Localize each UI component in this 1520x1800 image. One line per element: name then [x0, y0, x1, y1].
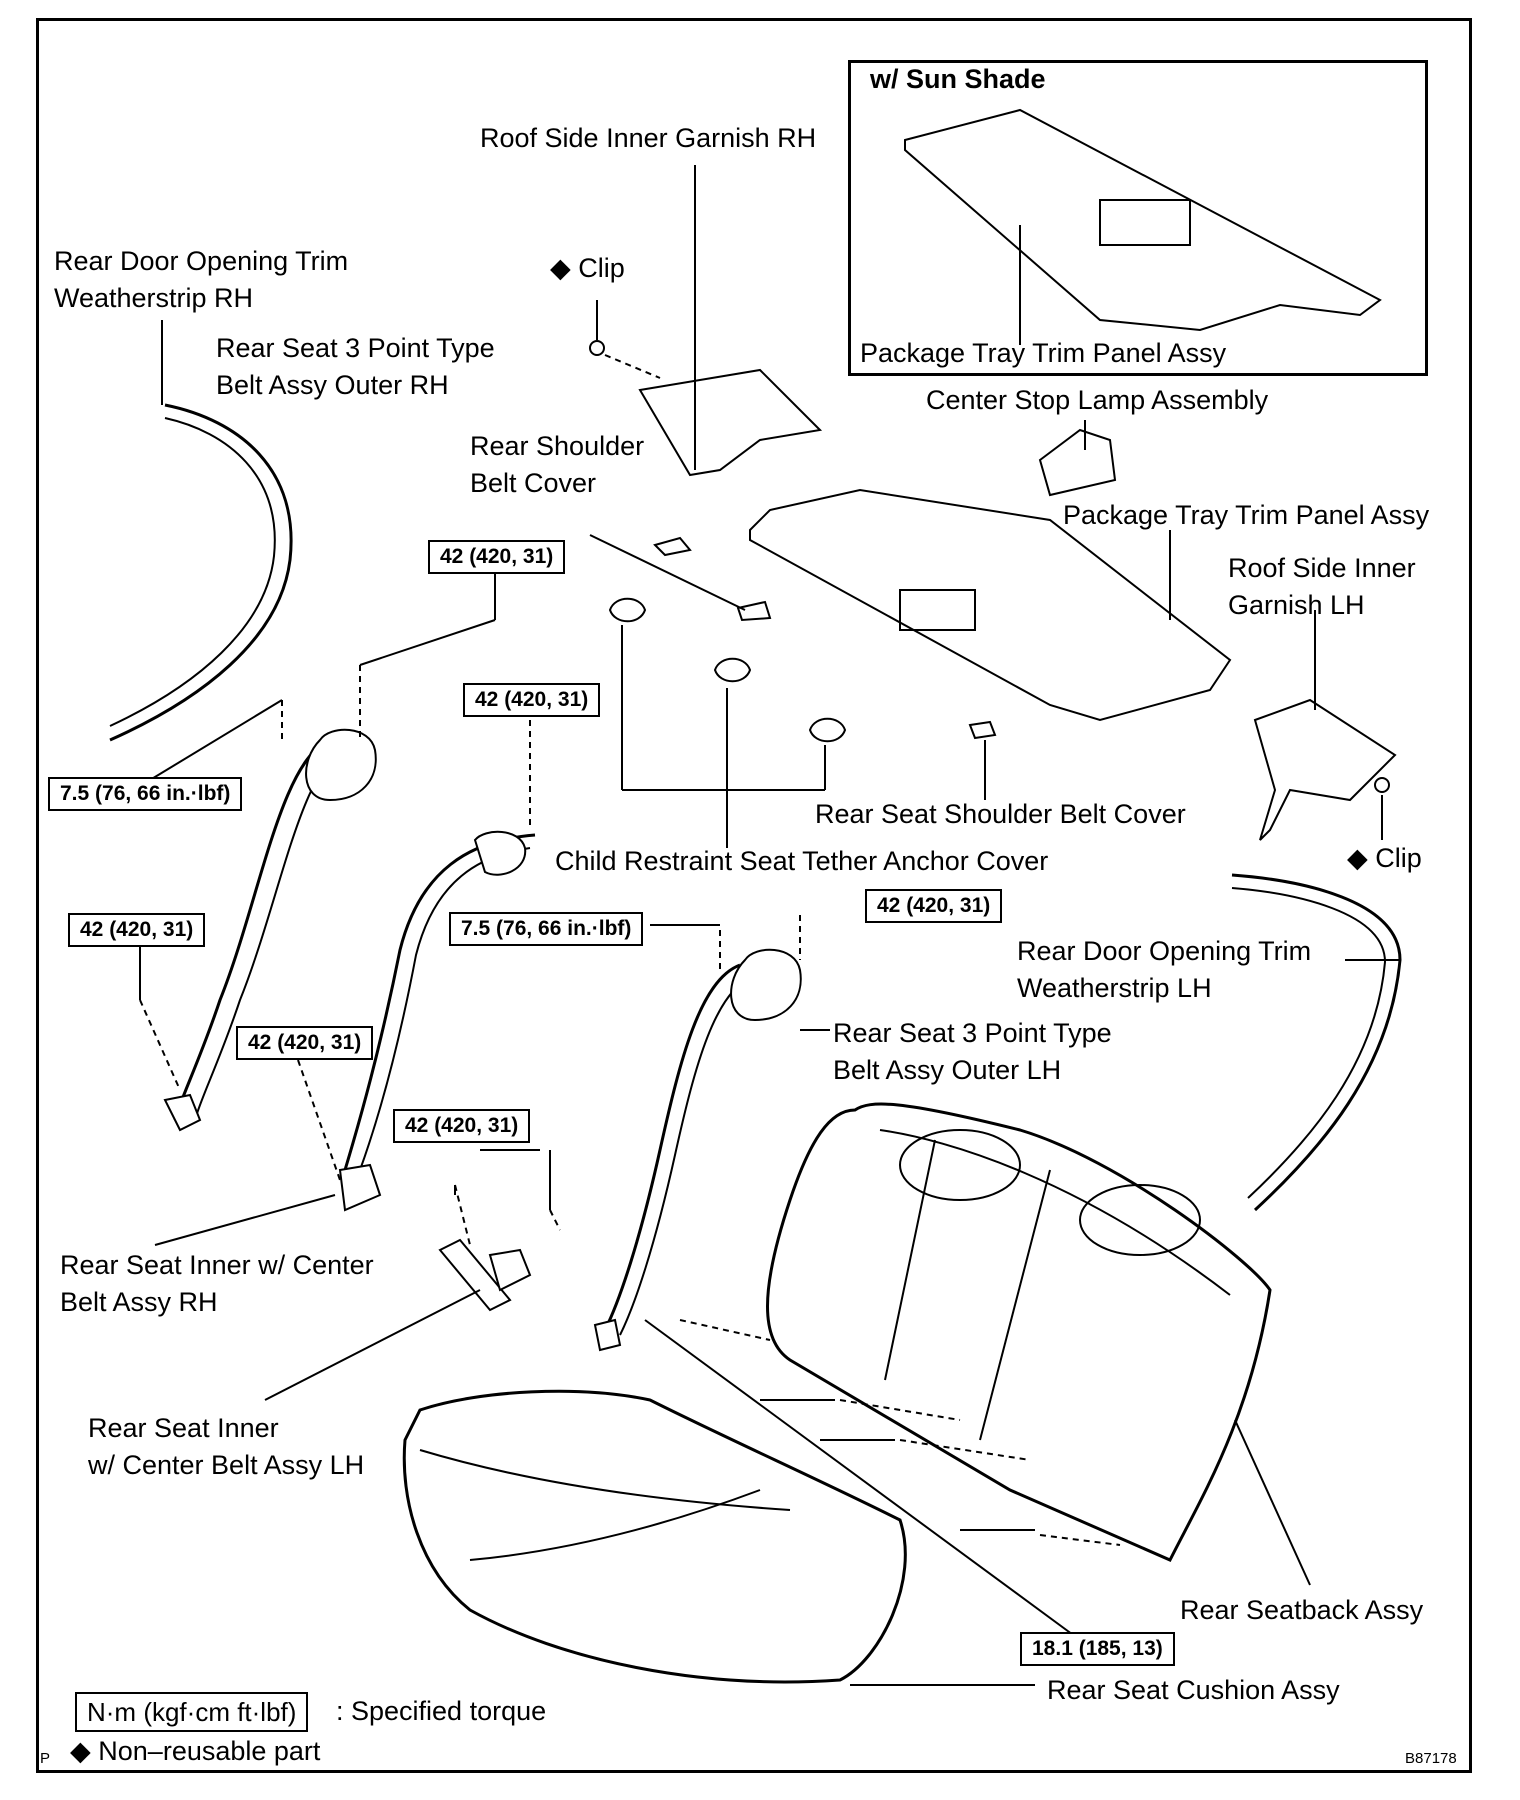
torque-box: 42 (420, 31) [865, 889, 1003, 923]
figure-code: B87178 [1405, 1750, 1457, 1767]
label-roof-side-rh: Roof Side Inner Garnish RH [480, 123, 817, 153]
weatherstrip-rh [109, 403, 293, 742]
label-inner-center-rh-2: Belt Assy RH [60, 1287, 218, 1317]
center-stop-lamp [1038, 428, 1117, 497]
label-belt-outer-lh-1: Rear Seat 3 Point Type [833, 1018, 1112, 1048]
inset-sun-shade [848, 60, 1428, 376]
label-belt-outer-lh-2: Belt Assy Outer LH [833, 1055, 1062, 1085]
legend-unit-box: N·m (kgf·cm ft·lbf) [75, 1692, 309, 1732]
label-seatback: Rear Seatback Assy [1180, 1595, 1424, 1625]
belt-outer-lh [603, 963, 741, 1331]
anchor-cover-2 [713, 657, 752, 683]
label-rear-seat-shoulder-cover: Rear Seat Shoulder Belt Cover [815, 799, 1186, 829]
torque-box: 7.5 (76, 66 in.·lbf) [449, 912, 644, 946]
label-rear-door-lh-1: Rear Door Opening Trim [1017, 936, 1312, 966]
diamond-icon: ◆ [550, 253, 571, 283]
legend-unit-desc: : Specified torque [336, 1696, 547, 1726]
label-rear-shoulder-1: Rear Shoulder [470, 431, 645, 461]
seat-cushion [402, 1389, 907, 1684]
label-rear-shoulder-2: Belt Cover [470, 468, 597, 498]
diamond-icon: ◆ [1347, 843, 1368, 873]
label-rear-door-rh-1: Rear Door Opening Trim [54, 246, 349, 276]
torque-box: 42 (420, 31) [393, 1109, 531, 1143]
belt-outer-rh [173, 738, 331, 1121]
label-package-tray: Package Tray Trim Panel Assy [1063, 500, 1430, 530]
roof-garnish-lh [1253, 698, 1397, 841]
torque-box: 42 (420, 31) [68, 913, 206, 947]
legend-nonreusable: ◆ Non–reusable part [70, 1736, 321, 1766]
label-child-anchor-cover: Child Restraint Seat Tether Anchor Cover [555, 846, 1049, 876]
label-clip-right: ◆ Clip [1347, 843, 1422, 873]
buckle-rh [338, 1163, 382, 1212]
inset-package-tray [904, 108, 1382, 332]
label-cushion: Rear Seat Cushion Assy [1047, 1675, 1340, 1705]
diamond-icon: ◆ [70, 1736, 91, 1766]
retractor-lh [730, 948, 802, 1022]
label-belt-outer-rh-1: Rear Seat 3 Point Type [216, 333, 495, 363]
torque-box: 42 (420, 31) [428, 540, 566, 574]
anchor-cover-3 [808, 717, 847, 743]
corner-letter: P [40, 1750, 51, 1767]
inset-part-label: Package Tray Trim Panel Assy [860, 338, 1227, 368]
label-center-stop-lamp: Center Stop Lamp Assembly [926, 385, 1269, 415]
label-belt-outer-rh-2: Belt Assy Outer RH [216, 370, 449, 400]
label-clip-top: ◆ Clip [550, 253, 625, 283]
anchor-cover-1 [608, 597, 647, 623]
label-rear-door-lh-2: Weatherstrip LH [1017, 973, 1212, 1003]
label-inner-center-lh-2: w/ Center Belt Assy LH [88, 1450, 365, 1480]
label-roof-side-lh-1: Roof Side Inner [1228, 553, 1416, 583]
inset-title: w/ Sun Shade [870, 64, 1046, 94]
diagram-frame [36, 18, 1472, 1773]
torque-box: 7.5 (76, 66 in.·lbf) [48, 777, 243, 811]
label-roof-side-lh-2: Garnish LH [1228, 590, 1365, 620]
label-inner-center-rh-1: Rear Seat Inner w/ Center [60, 1250, 374, 1280]
buckle-lh [438, 1238, 512, 1312]
label-rear-door-rh-2: Weatherstrip RH [54, 283, 254, 313]
label-inner-center-lh-1: Rear Seat Inner [88, 1413, 279, 1443]
torque-box: 18.1 (185, 13) [1020, 1632, 1175, 1666]
torque-box: 42 (420, 31) [463, 683, 601, 717]
roof-garnish-rh [638, 368, 823, 477]
retractor-rh [305, 728, 377, 802]
weatherstrip-lh [1231, 873, 1402, 1212]
torque-box: 42 (420, 31) [236, 1026, 374, 1060]
